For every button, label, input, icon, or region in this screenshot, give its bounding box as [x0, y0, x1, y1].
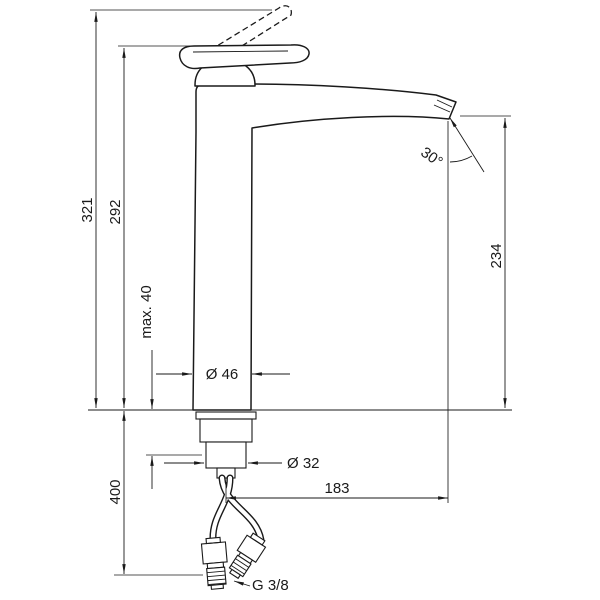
hose-manifold: [216, 467, 236, 479]
label-lever-height: 292: [107, 199, 124, 224]
faucet-body-and-spout: [192, 83, 457, 411]
mounting-nut: [199, 418, 253, 443]
supply-hose-left-core: [210, 475, 233, 543]
lever-detail-line: [192, 50, 289, 53]
extension-lines: [90, 9, 511, 576]
aerator-line: [436, 99, 453, 108]
lever-raised-dashed-outline: [193, 5, 292, 69]
label-hose-length: 400: [107, 479, 124, 504]
hose-connector-left: [200, 536, 228, 590]
label-max-thickness: max. 40: [138, 285, 155, 338]
dimension-lines: [94, 12, 507, 587]
faucet-drawing: [178, 5, 457, 590]
aerator-line: [433, 104, 451, 113]
thread-line: [207, 578, 226, 582]
label-spout-reach: 183: [324, 480, 349, 497]
lever-handle: [178, 44, 310, 70]
connector-nut: [200, 541, 228, 565]
supply-hose-right-core: [219, 475, 264, 543]
label-outlet-angle: 30°: [417, 144, 445, 171]
connector-tip: [228, 568, 242, 580]
thread-line: [207, 574, 226, 578]
label-shank-diameter: Ø 32: [287, 455, 320, 472]
label-outlet-height: 234: [488, 243, 505, 268]
label-body-diameter: Ø 46: [206, 366, 239, 383]
leader-g38: [233, 580, 251, 587]
dimension-labels: 321 292 234 400 max. 40 Ø 46 Ø 32 183 30…: [79, 144, 505, 594]
label-total-height: 321: [79, 197, 96, 222]
thread-line: [206, 570, 225, 574]
thread-line: [235, 558, 250, 568]
base-washer: [195, 411, 257, 420]
label-thread: G 3/8: [252, 577, 289, 594]
shank: [205, 441, 247, 469]
angle-arc-30: [449, 155, 473, 163]
thread-line: [208, 582, 227, 586]
thread-line: [230, 564, 245, 575]
connector-tip: [210, 583, 225, 590]
angle-leader-30: [449, 117, 485, 173]
hose-connector-right: [228, 532, 267, 580]
thread-line: [232, 561, 247, 572]
